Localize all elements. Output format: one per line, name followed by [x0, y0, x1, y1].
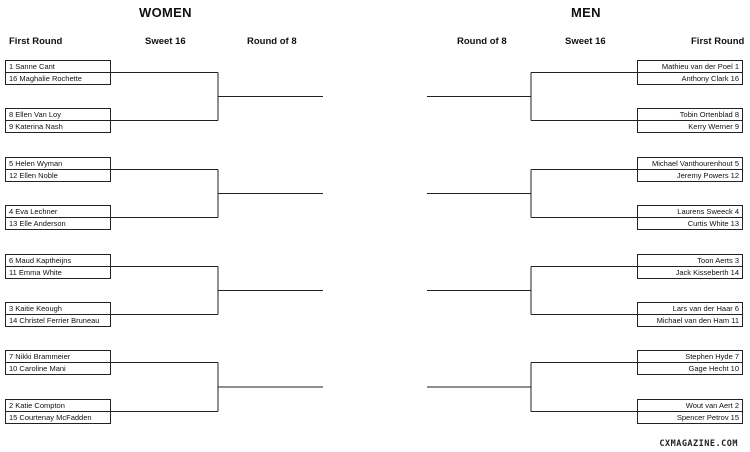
matchup-divider [6, 217, 110, 218]
men-matchup-1: Mathieu van der Poel 1 Anthony Clark 16 [637, 60, 743, 85]
men-matchup-6: Lars van der Haar 6 Michael van den Ham 1… [637, 302, 743, 327]
matchup-divider [638, 411, 742, 412]
matchup-divider [638, 217, 742, 218]
men-matchup-6-rider-2: Michael van den Ham 11 [656, 316, 739, 325]
matchup-divider [638, 72, 742, 73]
women-header-sweet16: Sweet 16 [145, 36, 186, 47]
matchup-divider [6, 120, 110, 121]
matchup-divider [6, 411, 110, 412]
men-matchup-6-rider-1: Lars van der Haar 6 [672, 304, 739, 313]
women-matchup-7-rider-1: 7 Nikki Brammeier [9, 352, 71, 361]
women-matchup-4-rider-2: 13 Elle Anderson [9, 219, 66, 228]
women-matchup-6-rider-1: 3 Kaitie Keough [9, 304, 62, 313]
men-matchup-5: Toon Aerts 3 Jack Kisseberth 14 [637, 254, 743, 279]
men-matchup-1-rider-1: Mathieu van der Poel 1 [661, 62, 739, 71]
men-matchup-2-rider-2: Kerry Werner 9 [688, 122, 739, 131]
men-matchup-4-rider-2: Curtis White 13 [687, 219, 739, 228]
men-header-sweet16: Sweet 16 [565, 36, 606, 47]
men-matchup-1-rider-2: Anthony Clark 16 [681, 74, 739, 83]
men-matchup-3: Michael Vanthourenhout 5 Jeremy Powers 12 [637, 157, 743, 182]
men-matchup-7: Stephen Hyde 7 Gage Hecht 10 [637, 350, 743, 375]
matchup-divider [6, 362, 110, 363]
men-matchup-5-rider-1: Toon Aerts 3 [697, 256, 739, 265]
men-title: MEN [571, 5, 601, 20]
women-matchup-1-rider-2: 16 Maghalie Rochette [9, 74, 82, 83]
women-matchup-5-rider-1: 6 Maud Kaptheijns [9, 256, 72, 265]
women-matchup-5: 6 Maud Kaptheijns 11 Emma White [5, 254, 111, 279]
men-header-round8: Round of 8 [457, 36, 507, 47]
matchup-divider [638, 266, 742, 267]
women-matchup-8-rider-1: 2 Katie Compton [9, 401, 65, 410]
women-matchup-8-rider-2: 15 Courtenay McFadden [9, 413, 92, 422]
men-matchup-8-rider-1: Wout van Aert 2 [685, 401, 739, 410]
women-header-first-round: First Round [9, 36, 63, 47]
matchup-divider [6, 314, 110, 315]
women-header-round8: Round of 8 [247, 36, 297, 47]
women-matchup-2-rider-2: 9 Katerina Nash [9, 122, 63, 131]
men-matchup-8: Wout van Aert 2 Spencer Petrov 15 [637, 399, 743, 424]
men-matchup-2-rider-1: Tobin Ortenblad 8 [679, 110, 739, 119]
women-matchup-2: 8 Ellen Van Loy 9 Katerina Nash [5, 108, 111, 133]
matchup-divider [6, 72, 110, 73]
men-matchup-7-rider-2: Gage Hecht 10 [688, 364, 739, 373]
men-matchup-2: Tobin Ortenblad 8 Kerry Werner 9 [637, 108, 743, 133]
women-matchup-4: 4 Eva Lechner 13 Elle Anderson [5, 205, 111, 230]
men-matchup-3-rider-1: Michael Vanthourenhout 5 [651, 159, 739, 168]
women-matchup-4-rider-1: 4 Eva Lechner [9, 207, 58, 216]
men-matchup-3-rider-2: Jeremy Powers 12 [676, 171, 739, 180]
matchup-divider [638, 120, 742, 121]
men-matchup-4: Laurens Sweeck 4 Curtis White 13 [637, 205, 743, 230]
women-title: WOMEN [139, 5, 192, 20]
matchup-divider [638, 169, 742, 170]
watermark: CXMAGAZINE.COM [659, 439, 738, 449]
matchup-divider [6, 169, 110, 170]
women-matchup-5-rider-2: 11 Emma White [9, 268, 62, 277]
women-matchup-8: 2 Katie Compton 15 Courtenay McFadden [5, 399, 111, 424]
women-matchup-6-rider-2: 14 Christel Ferrier Bruneau [9, 316, 100, 325]
women-matchup-3: 5 Helen Wyman 12 Ellen Noble [5, 157, 111, 182]
women-matchup-1-rider-1: 1 Sanne Cant [9, 62, 55, 71]
men-matchup-5-rider-2: Jack Kisseberth 14 [675, 268, 739, 277]
women-matchup-6: 3 Kaitie Keough 14 Christel Ferrier Brune… [5, 302, 111, 327]
women-matchup-2-rider-1: 8 Ellen Van Loy [9, 110, 61, 119]
men-matchup-7-rider-1: Stephen Hyde 7 [685, 352, 739, 361]
men-matchup-8-rider-2: Spencer Petrov 15 [676, 413, 739, 422]
women-matchup-7: 7 Nikki Brammeier 10 Caroline Mani [5, 350, 111, 375]
matchup-divider [638, 362, 742, 363]
women-matchup-3-rider-2: 12 Ellen Noble [9, 171, 58, 180]
matchup-divider [6, 266, 110, 267]
women-matchup-7-rider-2: 10 Caroline Mani [9, 364, 66, 373]
women-matchup-3-rider-1: 5 Helen Wyman [9, 159, 63, 168]
matchup-divider [638, 314, 742, 315]
men-header-first-round: First Round [691, 36, 745, 47]
women-matchup-1: 1 Sanne Cant 16 Maghalie Rochette [5, 60, 111, 85]
men-matchup-4-rider-1: Laurens Sweeck 4 [677, 207, 739, 216]
